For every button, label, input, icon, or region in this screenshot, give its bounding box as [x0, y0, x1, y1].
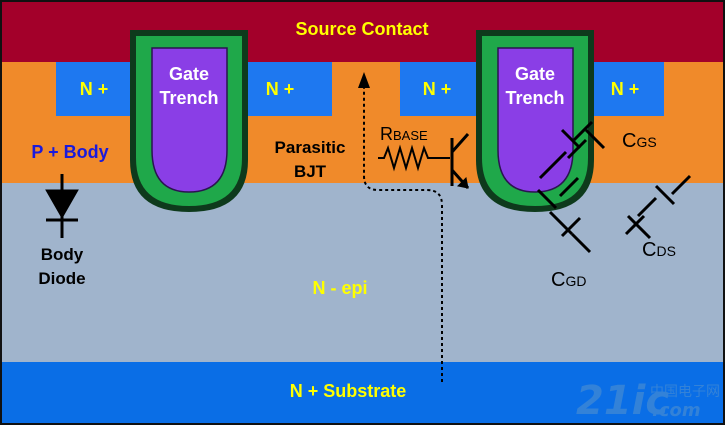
current-arrowhead-icon [358, 72, 370, 88]
cgd-main: C [551, 269, 565, 291]
n-plus-region-1 [56, 62, 132, 116]
rbase-subscript: BASE [393, 128, 428, 143]
cgs-label: CGS [622, 130, 657, 152]
n-plus-region-3 [400, 62, 476, 116]
parasitic-label: Parasitic [275, 138, 346, 157]
body-diode-label-2: Diode [38, 269, 85, 288]
body-diode-label-1: Body [41, 245, 84, 264]
cgd-label: CGD [551, 269, 586, 291]
trench-label-right: Trench [505, 88, 564, 108]
cgd-subscript: GD [565, 273, 586, 289]
cds-label: CDS [642, 239, 676, 261]
watermark-com: .com [652, 400, 701, 421]
cgs-subscript: GS [636, 134, 656, 150]
trench-label-left: Trench [159, 88, 218, 108]
p-body-label: P + Body [31, 142, 108, 162]
gate-label-right: Gate [515, 64, 555, 84]
rbase-main: R [380, 124, 393, 144]
body-diode-icon [45, 174, 79, 238]
watermark-cn: 中国电子网 [650, 384, 720, 400]
n-plus-label-3: N + [423, 79, 452, 99]
parasitic-bjt-icon [450, 133, 470, 189]
source-contact-label: Source Contact [295, 19, 428, 39]
gate-trench-right [476, 30, 594, 212]
source-contact-region [2, 2, 723, 62]
watermark-logo: 21ic 中国电子网 .com [576, 378, 720, 424]
cgs-capacitor-icon [538, 120, 606, 180]
bjt-label: BJT [294, 162, 327, 181]
n-plus-label-2: N + [266, 79, 295, 99]
n-epi-label: N - epi [312, 278, 367, 298]
gate-label-left: Gate [169, 64, 209, 84]
cds-main: C [642, 239, 656, 261]
watermark-main: 21ic [576, 378, 669, 424]
base-resistor-icon [378, 144, 450, 172]
n-substrate-region [2, 362, 723, 423]
n-plus-region-4 [588, 62, 664, 116]
rbase-label: RBASE [380, 124, 428, 144]
n-plus-label-4: N + [611, 79, 640, 99]
cds-subscript: DS [656, 243, 675, 259]
gate-trench-left [130, 30, 248, 212]
n-substrate-label: N + Substrate [290, 381, 407, 401]
n-plus-region-2 [240, 62, 332, 116]
n-plus-label-1: N + [80, 79, 109, 99]
cds-capacitor-icon [624, 174, 692, 240]
cgs-main: C [622, 130, 636, 152]
cgd-capacitor-icon [536, 176, 592, 254]
